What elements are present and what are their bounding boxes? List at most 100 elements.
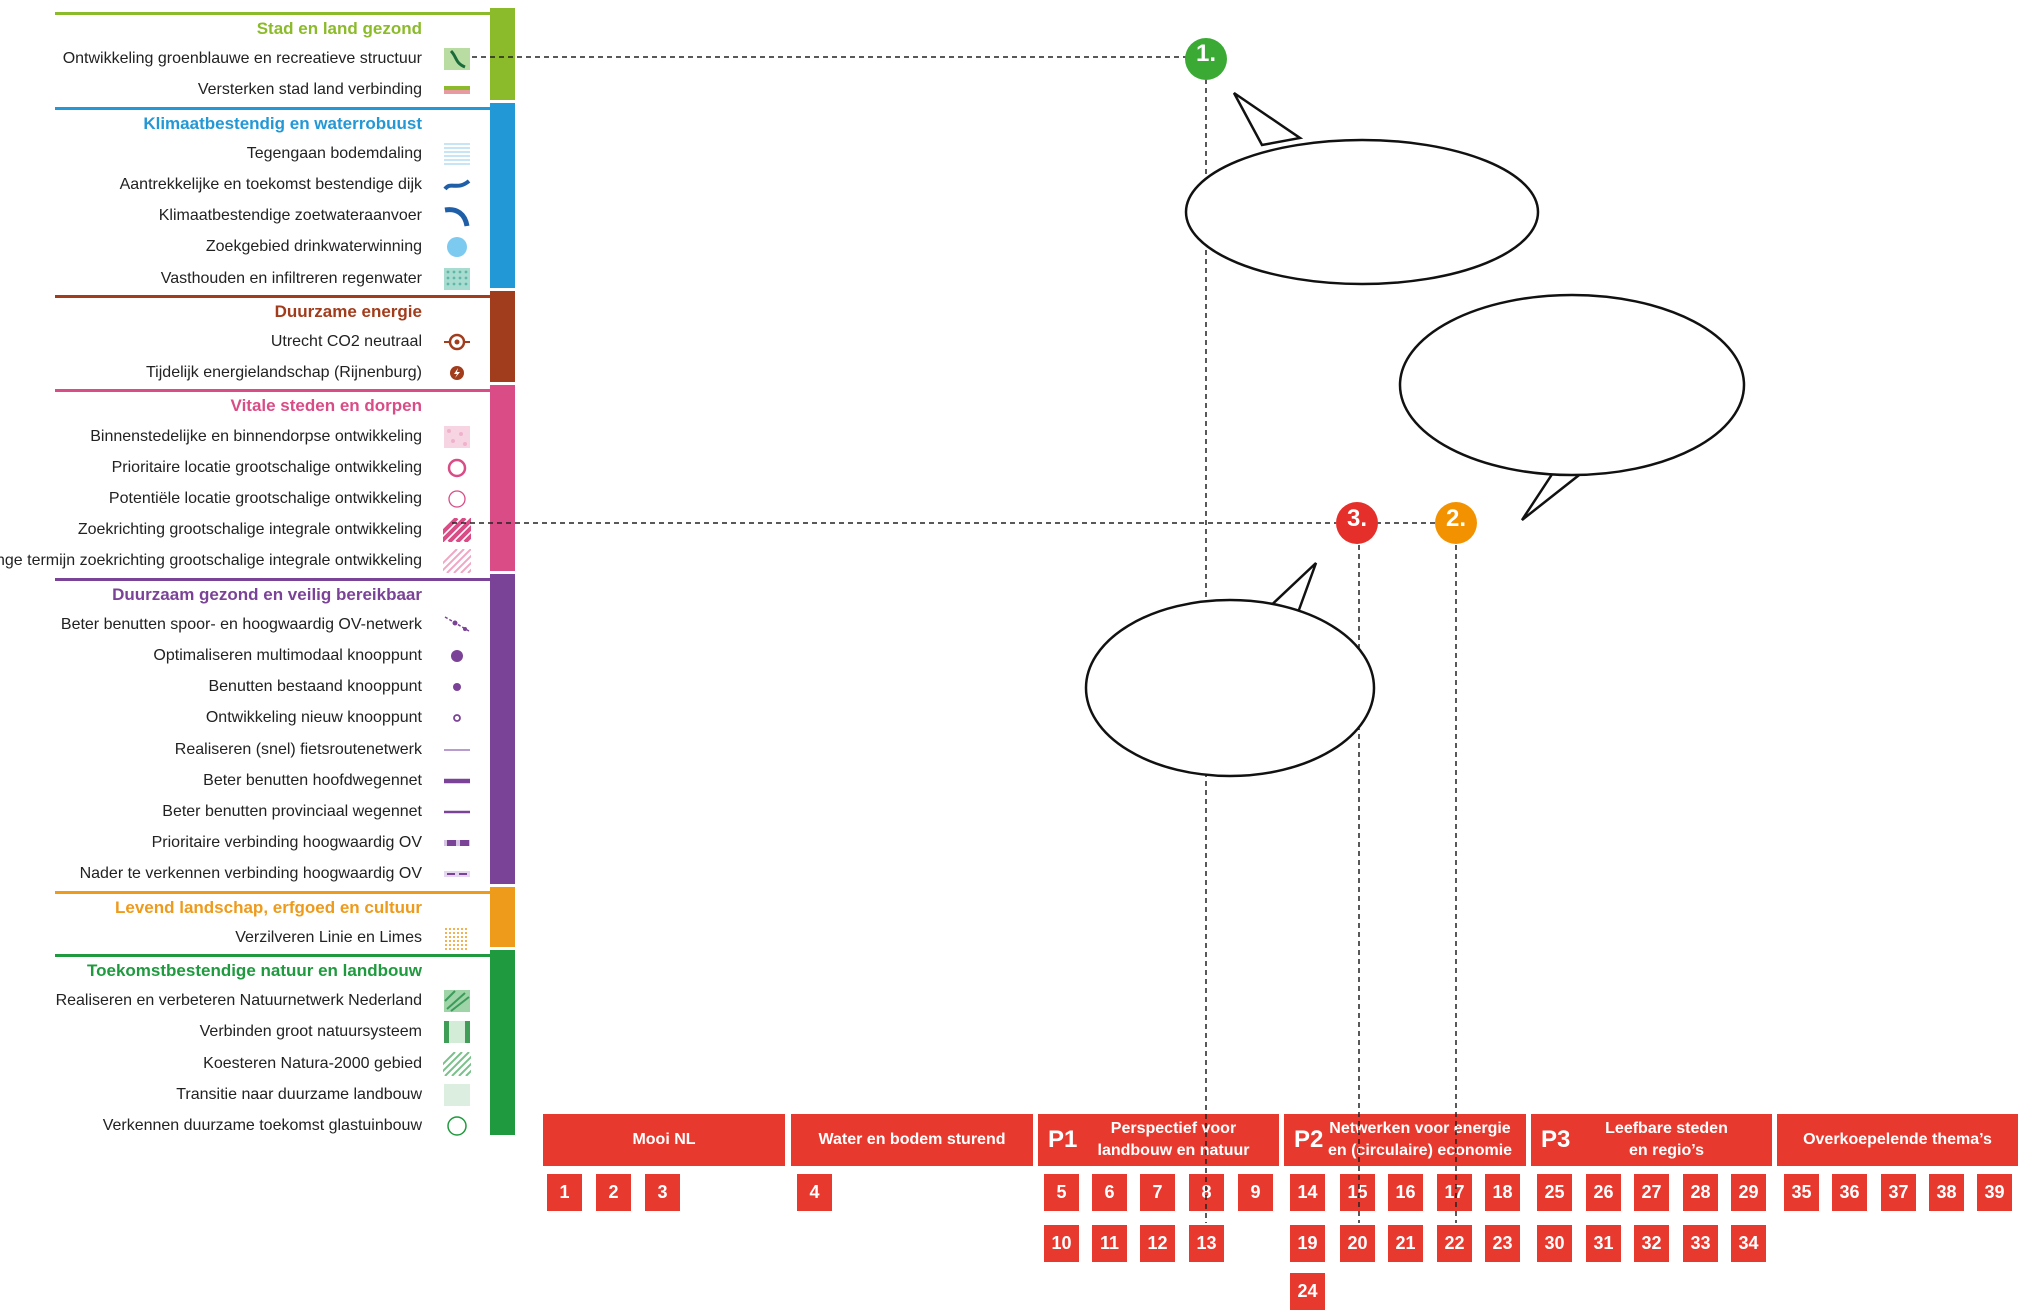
- theme-number-box[interactable]: 39: [1977, 1174, 2012, 1211]
- potential-circle-icon: [443, 487, 471, 511]
- theme-number-box[interactable]: 18: [1485, 1174, 1520, 1211]
- legend-item-label: Tegengaan bodemdaling: [246, 144, 422, 162]
- freshwater-supply-icon: [443, 204, 471, 228]
- theme-number-box[interactable]: 33: [1683, 1225, 1718, 1262]
- theme-number-box[interactable]: 4: [797, 1174, 832, 1211]
- theme-number-box[interactable]: 21: [1388, 1225, 1423, 1262]
- category-title: Duurzame energie: [274, 301, 422, 321]
- callout-marker-label: 3.: [1346, 505, 1367, 532]
- legend-item-label: Tijdelijk energielandschap (Rijnenburg): [146, 364, 422, 382]
- theme-number-box[interactable]: 19: [1290, 1225, 1325, 1262]
- legend-item-label: Verkennen duurzame toekomst glastuinbouw: [102, 1117, 422, 1134]
- callout-text-line: en toekomstig aanbod met toekomstige: [1441, 409, 1703, 426]
- theme-number-box[interactable]: 23: [1485, 1225, 1520, 1262]
- theme-number-box[interactable]: 37: [1881, 1174, 1916, 1211]
- nature-system-icon: [443, 1020, 471, 1044]
- large-node-icon: [443, 644, 471, 668]
- nature-network-icon: [443, 989, 471, 1013]
- subsidence-hatch-icon: [443, 142, 471, 166]
- theme-number-box[interactable]: 1: [547, 1174, 582, 1211]
- theme-number-box[interactable]: 12: [1140, 1225, 1175, 1262]
- callout-text-line: Rijk en Provincie hebben beide de ambiti…: [1431, 340, 1713, 357]
- legend-item-label: Transitie naar duurzame landbouw: [176, 1085, 422, 1103]
- long-term-hatch-icon: [432, 548, 500, 575]
- theme-number-box[interactable]: 36: [1832, 1174, 1867, 1211]
- legend-item-label: Optimaliseren multimodaal knooppunt: [153, 647, 422, 664]
- theme-number-box[interactable]: 22: [1437, 1225, 1472, 1262]
- legend-item-label: Verbinden groot natuursysteem: [199, 1023, 422, 1041]
- callout-text-line: kwalitatieve behoefte.: [1499, 432, 1645, 449]
- callout-text-line: om groenblauwe structuren te versterken.: [1223, 189, 1501, 206]
- theme-header: Mooi NL: [543, 1114, 785, 1166]
- theme-number-box[interactable]: 17: [1437, 1174, 1472, 1211]
- theme-number-box[interactable]: 30: [1537, 1225, 1572, 1262]
- legend-item-label: Binnenstedelijke en binnendorpse ontwikk…: [90, 427, 422, 445]
- category-title: Klimaatbestendig en waterrobuust: [143, 113, 422, 133]
- theme-title-line: en regio’s: [1629, 1142, 1704, 1159]
- category-line: [55, 577, 490, 581]
- inner-city-pattern-icon: [443, 425, 471, 449]
- theme-number-box[interactable]: 28: [1683, 1174, 1718, 1211]
- legend-item-label: Vasthouden en infiltreren regenwater: [160, 269, 422, 287]
- legend-item-label: Klimaatbestendige zoetwateraanvoer: [158, 207, 422, 225]
- theme-number-box[interactable]: 8: [1189, 1174, 1224, 1211]
- theme-number-box[interactable]: 10: [1044, 1225, 1079, 1262]
- theme-number-box[interactable]: 25: [1537, 1174, 1572, 1211]
- category-line: [55, 890, 490, 894]
- theme-title-line: Mooi NL: [632, 1131, 696, 1148]
- callout-text-line: ruimte te bieden aan grootschalige: [1114, 658, 1346, 675]
- legend-item-label: Lange termijn zoekrichting grootschalige…: [0, 552, 422, 570]
- priority-circle-icon: [443, 456, 471, 480]
- legend-item-label: Koesteren Natura-2000 gebied: [203, 1054, 422, 1072]
- theme-number-box[interactable]: 3: [645, 1174, 680, 1211]
- theme-number-box[interactable]: 26: [1586, 1174, 1621, 1211]
- theme-number-box[interactable]: 14: [1290, 1174, 1325, 1211]
- theme-number-box[interactable]: 13: [1189, 1225, 1224, 1262]
- theme-number-box[interactable]: 5: [1044, 1174, 1079, 1211]
- bike-route-line-icon: [443, 738, 471, 762]
- drinking-water-dot-icon: [443, 235, 471, 259]
- theme-number-box[interactable]: 9: [1238, 1174, 1273, 1211]
- category-color-bar: [490, 8, 515, 100]
- theme-number-box[interactable]: 20: [1340, 1225, 1375, 1262]
- theme-title-line: landbouw en natuur: [1097, 1142, 1250, 1159]
- legend-item-label: Realiseren (snel) fietsroutenetwerk: [174, 740, 422, 758]
- energy-landscape-icon: [443, 361, 471, 385]
- category-line: [55, 106, 490, 110]
- theme-title-line: Netwerken voor energie: [1329, 1120, 1511, 1137]
- legend-item-label: Prioritaire verbinding hoogwaardig OV: [151, 834, 422, 852]
- sustainable-farming-icon: [443, 1083, 471, 1107]
- category-color-bar: [490, 102, 515, 288]
- theme-number-box[interactable]: 16: [1388, 1174, 1423, 1211]
- category-line: [55, 389, 490, 393]
- theme-number-box[interactable]: 29: [1731, 1174, 1766, 1211]
- search-direction-hatch-icon: [431, 516, 499, 544]
- theme-number-box[interactable]: 35: [1784, 1174, 1819, 1211]
- callout-marker-label: 1.: [1195, 40, 1216, 67]
- theme-number-box[interactable]: 6: [1092, 1174, 1127, 1211]
- legend-item-label: Zoekrichting grootschalige integrale ont…: [77, 521, 422, 539]
- rainwater-dots-icon: [443, 267, 471, 291]
- theme-number-box[interactable]: 15: [1340, 1174, 1375, 1211]
- theme-number-box[interactable]: 27: [1634, 1174, 1669, 1211]
- theme-number-box[interactable]: 7: [1140, 1174, 1175, 1211]
- theme-header: Water en bodem sturend: [791, 1114, 1033, 1166]
- category-title: Stad en land gezond: [256, 19, 422, 38]
- theme-number-box[interactable]: 34: [1731, 1225, 1766, 1262]
- theme-number-box[interactable]: 31: [1586, 1225, 1621, 1262]
- legend-item-label: Versterken stad land verbinding: [197, 81, 422, 99]
- theme-number-box[interactable]: 32: [1634, 1225, 1669, 1262]
- theme-number-box[interactable]: 24: [1290, 1273, 1325, 1310]
- theme-number-box[interactable]: 11: [1092, 1225, 1127, 1262]
- theme-number-box[interactable]: 2: [596, 1174, 631, 1211]
- small-node-icon: [443, 706, 471, 730]
- callout-text: Rijk en Provincie hebben beide de ambiti…: [1400, 337, 1744, 452]
- callout-text-line: bedrijfshuisvesting, maar herkent wel: [1106, 681, 1354, 698]
- callout-text-line: Uitdaging zit in het matchen van huidig: [1443, 386, 1701, 403]
- legend-item-label: Aantrekkelijke en toekomst bestendige di…: [119, 176, 422, 193]
- theme-number-box[interactable]: 38: [1929, 1174, 1964, 1211]
- category-line: [55, 12, 490, 15]
